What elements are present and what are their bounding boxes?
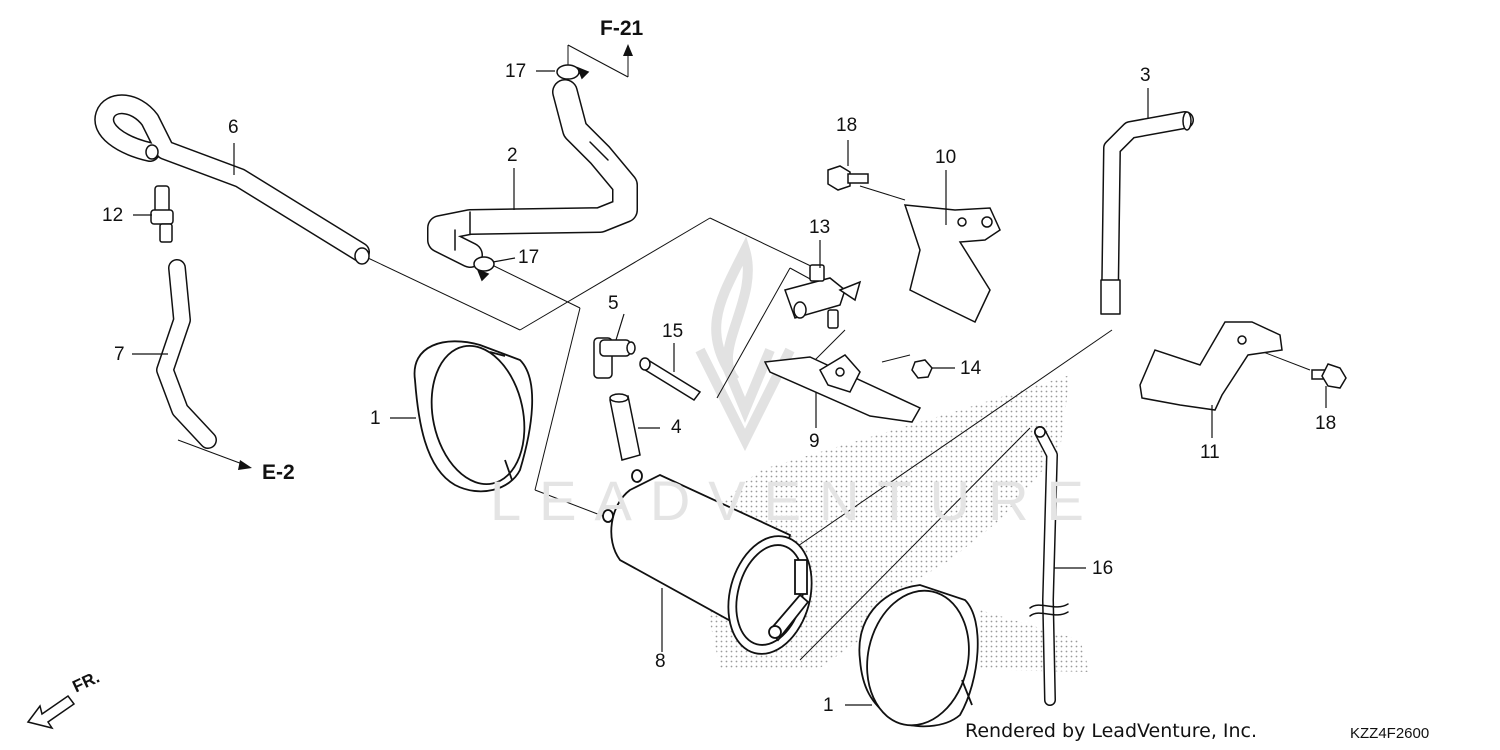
band-1-left: [413, 340, 534, 500]
callout-8: 8: [655, 651, 666, 672]
valve-13: [784, 264, 862, 329]
callout-4: 4: [671, 417, 682, 438]
bolt-18-right: [1311, 363, 1347, 389]
front-arrow-icon: [26, 694, 76, 730]
watermark-text: LEADVENTURE: [490, 469, 1102, 532]
ref-f21: F-21: [600, 17, 644, 40]
callout-9: 9: [809, 431, 820, 452]
tube-16: [1029, 426, 1069, 706]
fitting-12: [150, 185, 174, 243]
pipe-3: [1100, 111, 1194, 315]
bracket-11: [1139, 321, 1283, 411]
clip-17-mid: [473, 256, 495, 282]
callout-1-right: 1: [823, 695, 834, 716]
bolt-18-left: [827, 165, 869, 191]
callout-18-right: 18: [1315, 413, 1337, 434]
callout-17-mid: 17: [518, 247, 540, 268]
hose-7: [156, 259, 217, 449]
callout-10: 10: [935, 147, 957, 168]
callout-7: 7: [114, 344, 125, 365]
hose-2: [427, 79, 638, 268]
tube-4: [609, 393, 641, 461]
hose-6: [94, 94, 370, 265]
diagram-code: KZZ4F2600: [1350, 725, 1430, 742]
bracket-9: [763, 354, 922, 423]
callout-6: 6: [228, 117, 239, 138]
callout-18-left: 18: [836, 115, 858, 136]
render-credit: Rendered by LeadVenture, Inc.: [965, 720, 1258, 742]
ref-e2: E-2: [262, 461, 295, 484]
callout-15: 15: [662, 321, 684, 342]
callout-13: 13: [809, 217, 831, 238]
canister-8: [602, 469, 813, 655]
elbow-5: [593, 337, 636, 379]
callout-16: 16: [1092, 558, 1114, 579]
callout-11: 11: [1200, 442, 1220, 463]
callout-14: 14: [960, 358, 982, 379]
band-1-right: [858, 584, 979, 728]
tube-15: [639, 357, 702, 401]
callout-2: 2: [507, 145, 518, 166]
callout-5: 5: [608, 293, 619, 314]
callout-1-left: 1: [370, 408, 381, 429]
clip-17-top: [556, 64, 590, 80]
nut-14: [911, 359, 933, 379]
callout-12: 12: [102, 205, 124, 226]
arrowheads: [238, 44, 633, 470]
bracket-10: [903, 204, 1001, 324]
callout-lines: [132, 70, 1327, 706]
callout-3: 3: [1140, 65, 1151, 86]
watermark-logo: [695, 236, 795, 452]
callout-17-top: 17: [505, 61, 527, 82]
